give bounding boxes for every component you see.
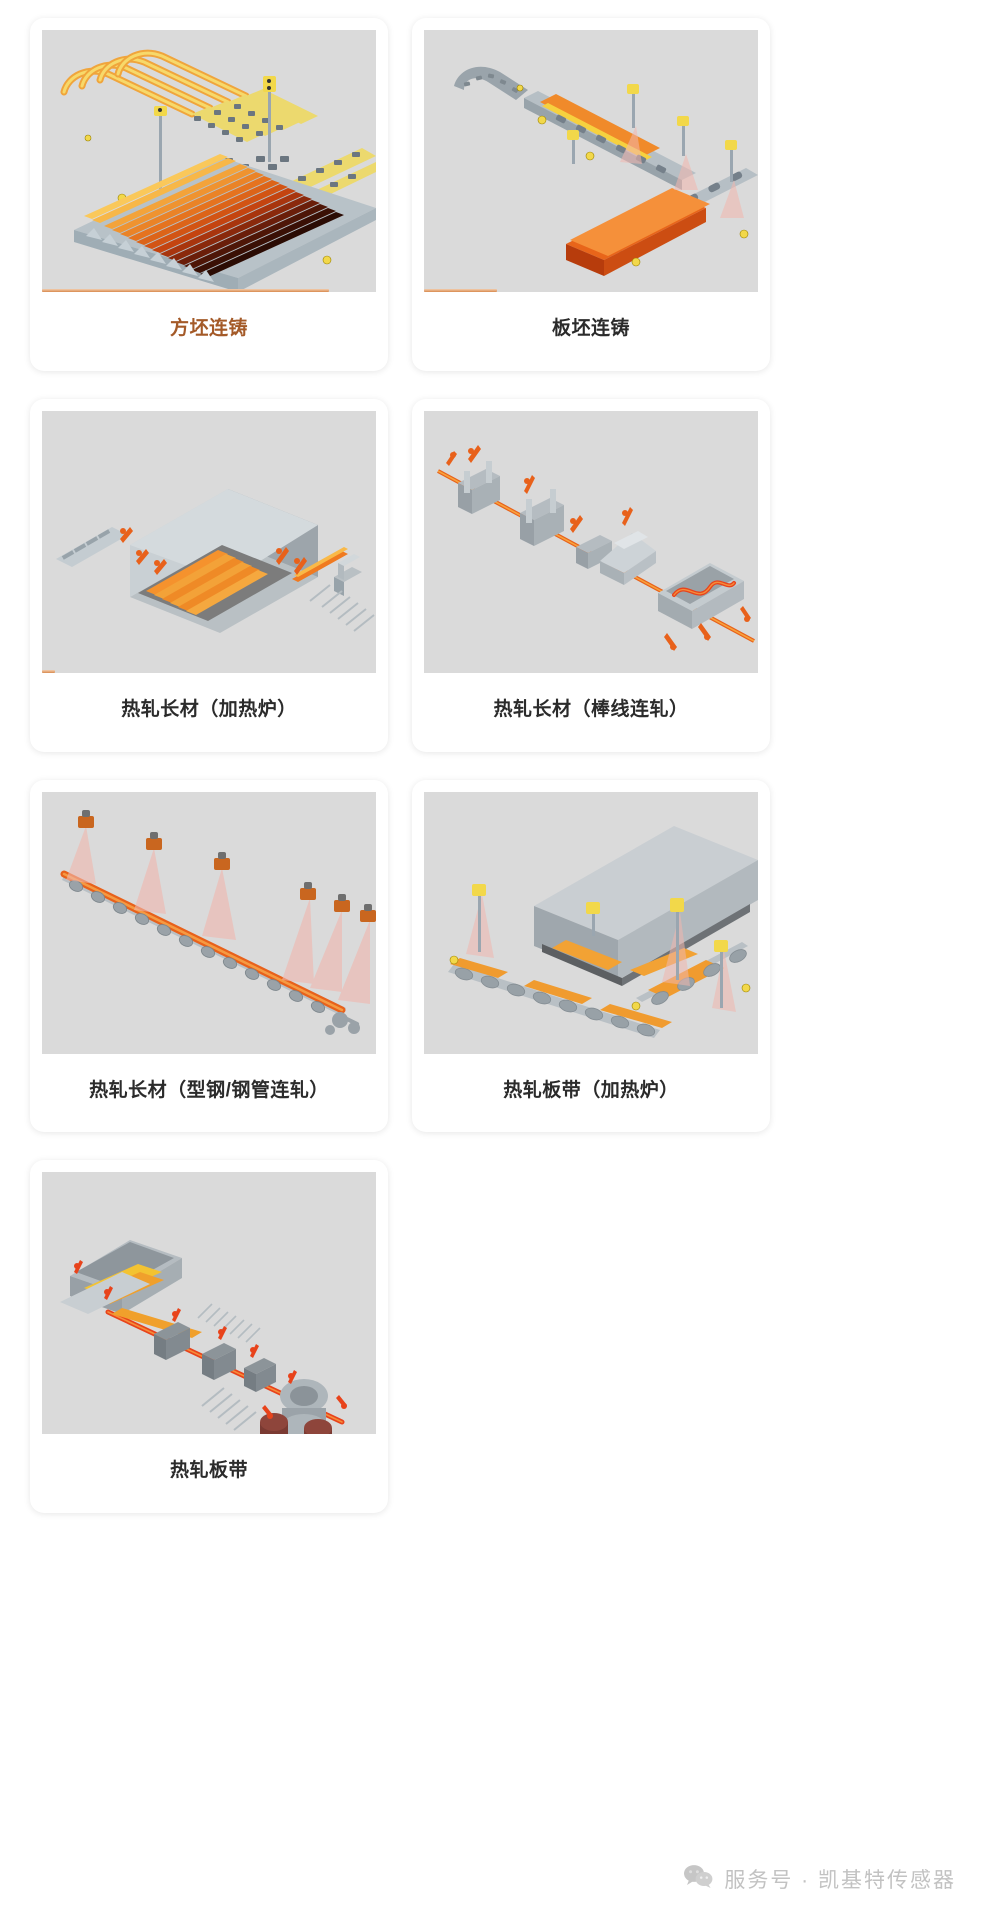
process-card-grid: 方坯连铸 bbox=[30, 18, 770, 1514]
card-caption: 板坯连铸 bbox=[551, 318, 630, 339]
process-card-hot-rolled-strip-reheating-furnace[interactable]: 热轧板带（加热炉） bbox=[412, 779, 770, 1133]
reheating-furnace-illustration bbox=[42, 410, 376, 673]
card-caption: 热轧板带 bbox=[169, 1460, 248, 1482]
card-thumbnail[interactable] bbox=[424, 410, 758, 673]
process-card-hot-rolled-long-bar-wire-rolling[interactable]: 热轧长材（棒线连轧） bbox=[412, 398, 770, 752]
billet-continuous-casting-illustration bbox=[42, 30, 376, 292]
footer: 服务号 · 凯基特传感器 bbox=[0, 1840, 1000, 1918]
process-card-hot-rolled-long-reheating-furnace[interactable]: 热轧长材（加热炉） bbox=[30, 398, 388, 752]
card-thumbnail[interactable] bbox=[42, 30, 376, 292]
card-thumbnail[interactable] bbox=[42, 410, 376, 673]
footer-account-label: 服务号 · 凯基特传感器 bbox=[724, 1869, 956, 1892]
card-caption: 热轧长材（型钢/钢管连轧） bbox=[89, 1079, 329, 1101]
wechat-icon bbox=[683, 1864, 713, 1894]
card-accent-underline bbox=[42, 289, 330, 292]
card-caption: 方坯连铸 bbox=[169, 318, 248, 339]
card-accent-underline bbox=[42, 669, 56, 673]
footer-account[interactable]: 服务号 · 凯基特传感器 bbox=[683, 1864, 956, 1894]
strip-reheating-furnace-illustration bbox=[424, 791, 758, 1054]
bar-wire-rolling-illustration bbox=[424, 410, 758, 673]
process-card-hot-rolled-long-section-tube-rolling[interactable]: 热轧长材（型钢/钢管连轧） bbox=[30, 779, 388, 1133]
card-thumbnail[interactable] bbox=[42, 1172, 376, 1435]
slab-continuous-casting-illustration bbox=[424, 30, 758, 292]
process-card-hot-rolled-strip[interactable]: 热轧板带 bbox=[30, 1160, 388, 1514]
process-card-slab-continuous-casting[interactable]: 板坯连铸 bbox=[412, 18, 770, 371]
card-caption: 热轧长材（棒线连轧） bbox=[493, 698, 689, 720]
card-thumbnail[interactable] bbox=[42, 791, 376, 1054]
hot-strip-mill-illustration bbox=[42, 1172, 376, 1435]
card-caption: 热轧长材（加热炉） bbox=[121, 698, 297, 720]
section-tube-rolling-illustration bbox=[42, 791, 376, 1054]
card-thumbnail[interactable] bbox=[424, 791, 758, 1054]
card-caption: 热轧板带（加热炉） bbox=[503, 1079, 679, 1101]
card-thumbnail[interactable] bbox=[424, 30, 758, 292]
process-card-billet-continuous-casting[interactable]: 方坯连铸 bbox=[30, 18, 388, 371]
card-accent-underline bbox=[424, 289, 498, 292]
